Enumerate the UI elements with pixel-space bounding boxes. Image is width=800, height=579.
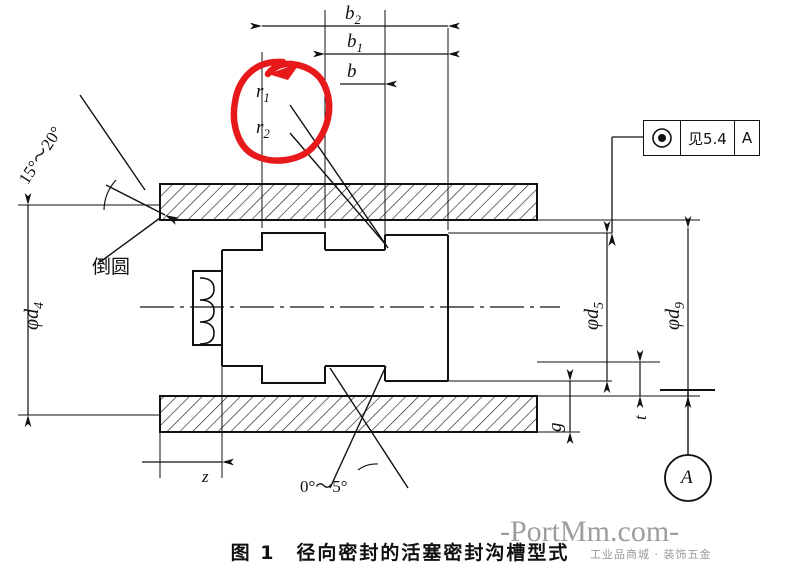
red-circle-annotation <box>230 58 333 164</box>
concentricity-icon <box>644 121 680 155</box>
figure-caption: 图 1 径向密封的活塞密封沟槽型式 <box>230 542 570 564</box>
dimension-b2-label: b2 <box>345 3 361 27</box>
taper-angle-label: 0°～5° <box>300 477 348 496</box>
dimension-b1-label: b1 <box>347 31 363 55</box>
g-dimension <box>448 369 580 444</box>
radius-leaders <box>289 104 389 249</box>
diameter-d9-label: φd9 <box>662 302 687 330</box>
taper-angle-callout <box>329 365 409 489</box>
dimension-r2-label: r2 <box>256 117 270 141</box>
tolerance-frame: 见5.4 A <box>643 120 761 156</box>
watermark-text: -PortMm.com- <box>500 515 680 548</box>
dimension-r1-label: r1 <box>256 81 270 105</box>
chamfer-angle-label: 15°～20° <box>14 123 67 188</box>
concentricity-icon-svg <box>652 128 672 148</box>
diameter-d5-label: φd5 <box>581 302 606 330</box>
datum-a-letter: A <box>681 467 693 488</box>
fillet-note-label: 倒圆 <box>92 256 131 278</box>
chamfer-callout <box>79 94 180 263</box>
diameter-d4-label: φd4 <box>21 302 46 330</box>
tolerance-reference-text: 见5.4 <box>680 121 734 155</box>
t-dimension <box>537 350 660 408</box>
dimension-z-label: z <box>202 467 209 486</box>
diameter-d4-dimension <box>18 193 160 427</box>
watermark-subtext: 工业品商城 · 装饰五金 <box>590 548 712 561</box>
z-dimension <box>142 366 234 478</box>
cylinder-body <box>159 183 538 433</box>
dimension-g-label: g <box>545 422 566 433</box>
datum-a-symbol <box>660 389 715 502</box>
tolerance-frame-leader <box>608 136 643 246</box>
dimension-t-label: t <box>631 415 650 420</box>
dimension-b-label: b <box>347 61 357 82</box>
tolerance-datum-letter: A <box>733 121 759 155</box>
piston-outline <box>192 232 449 384</box>
